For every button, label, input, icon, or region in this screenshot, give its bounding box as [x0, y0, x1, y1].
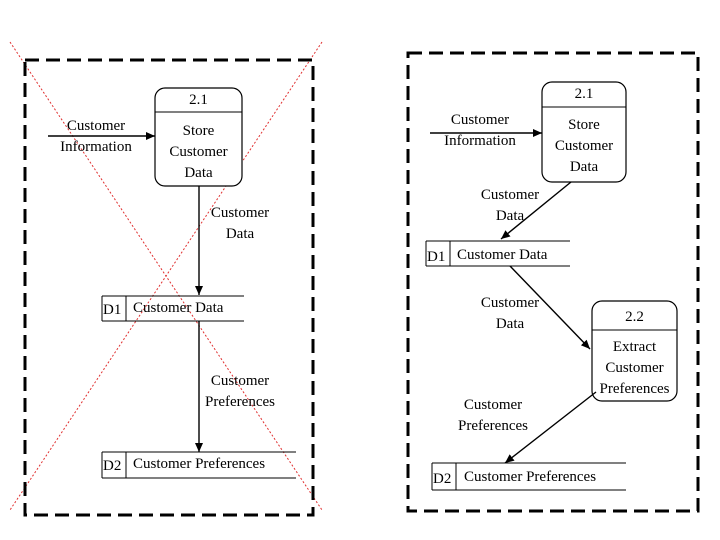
right-store-d1-name: Customer Data [457, 247, 548, 263]
right-panel-border [406, 51, 700, 513]
left-flow-label-2-line2: Preferences [205, 394, 275, 410]
right-process-1-name-line3: Data [569, 159, 599, 175]
left-input-label-line2: Information [60, 139, 132, 155]
left-input-label-line1: Customer [66, 118, 126, 134]
right-process-2-name-line3: Preferences [599, 381, 670, 397]
right-process-2-name-line1: Extract [612, 339, 657, 355]
cross-out-line-2 [9, 41, 323, 511]
left-panel-border [23, 58, 315, 517]
right-process-2-2-box [591, 300, 678, 402]
left-store-d2-id: D2 [103, 458, 122, 474]
right-flow-label-1-line2: Data [495, 208, 525, 224]
left-store-d2-name: Customer Preferences [133, 456, 266, 472]
right-process-1-name-line1: Store [568, 117, 600, 133]
left-store-d1-name: Customer Data [133, 300, 224, 316]
right-flow-label-3: Customer Preferences [443, 395, 543, 437]
left-flow-label-1-line2: Data [225, 226, 255, 242]
left-process-name-line3: Data [184, 165, 213, 181]
right-flow-label-3-line1: Customer [463, 397, 523, 413]
left-store-d1-id: D1 [103, 302, 122, 318]
right-input-label: Customer Information [428, 110, 532, 152]
right-flow-label-1-line1: Customer [480, 187, 540, 203]
right-flow-label-1: Customer Data [460, 185, 560, 227]
left-flow-label-2: Customer Preferences [190, 371, 290, 413]
right-flow-arrow-1 [500, 181, 572, 240]
left-process-id: 2.1 [189, 92, 208, 108]
left-flow-label-1: Customer Data [190, 203, 290, 245]
right-process-1-id: 2.1 [574, 86, 594, 102]
right-flow-arrow-3 [504, 391, 597, 464]
right-process-2-name: Extract Customer Preferences [592, 337, 677, 400]
right-store-d2-name: Customer Preferences [464, 469, 597, 485]
right-input-label-line1: Customer [450, 112, 510, 128]
right-input-label-line2: Information [444, 133, 516, 149]
left-flow-label-1-line1: Customer [210, 205, 270, 221]
right-flow-label-2: Customer Data [460, 293, 560, 335]
left-process-name-line2: Customer [169, 144, 228, 160]
right-process-2-name-line2: Customer [605, 360, 664, 376]
right-store-d1-id: D1 [427, 249, 446, 265]
right-process-1-name: Store Customer Data [542, 115, 626, 178]
right-flow-arrow-2 [509, 265, 591, 350]
right-flow-label-2-line2: Data [495, 316, 525, 332]
right-process-1-name-line2: Customer [554, 138, 614, 154]
left-process-name: Store Customer Data [155, 121, 242, 184]
left-input-label: Customer Information [44, 116, 148, 158]
right-process-2-id: 2.2 [625, 309, 644, 325]
right-flow-label-3-line2: Preferences [458, 418, 528, 434]
left-flow-label-2-line1: Customer [210, 373, 270, 389]
right-store-d2-id: D2 [433, 471, 452, 487]
left-process-name-line1: Store [182, 123, 215, 139]
right-flow-label-2-line1: Customer [480, 295, 540, 311]
